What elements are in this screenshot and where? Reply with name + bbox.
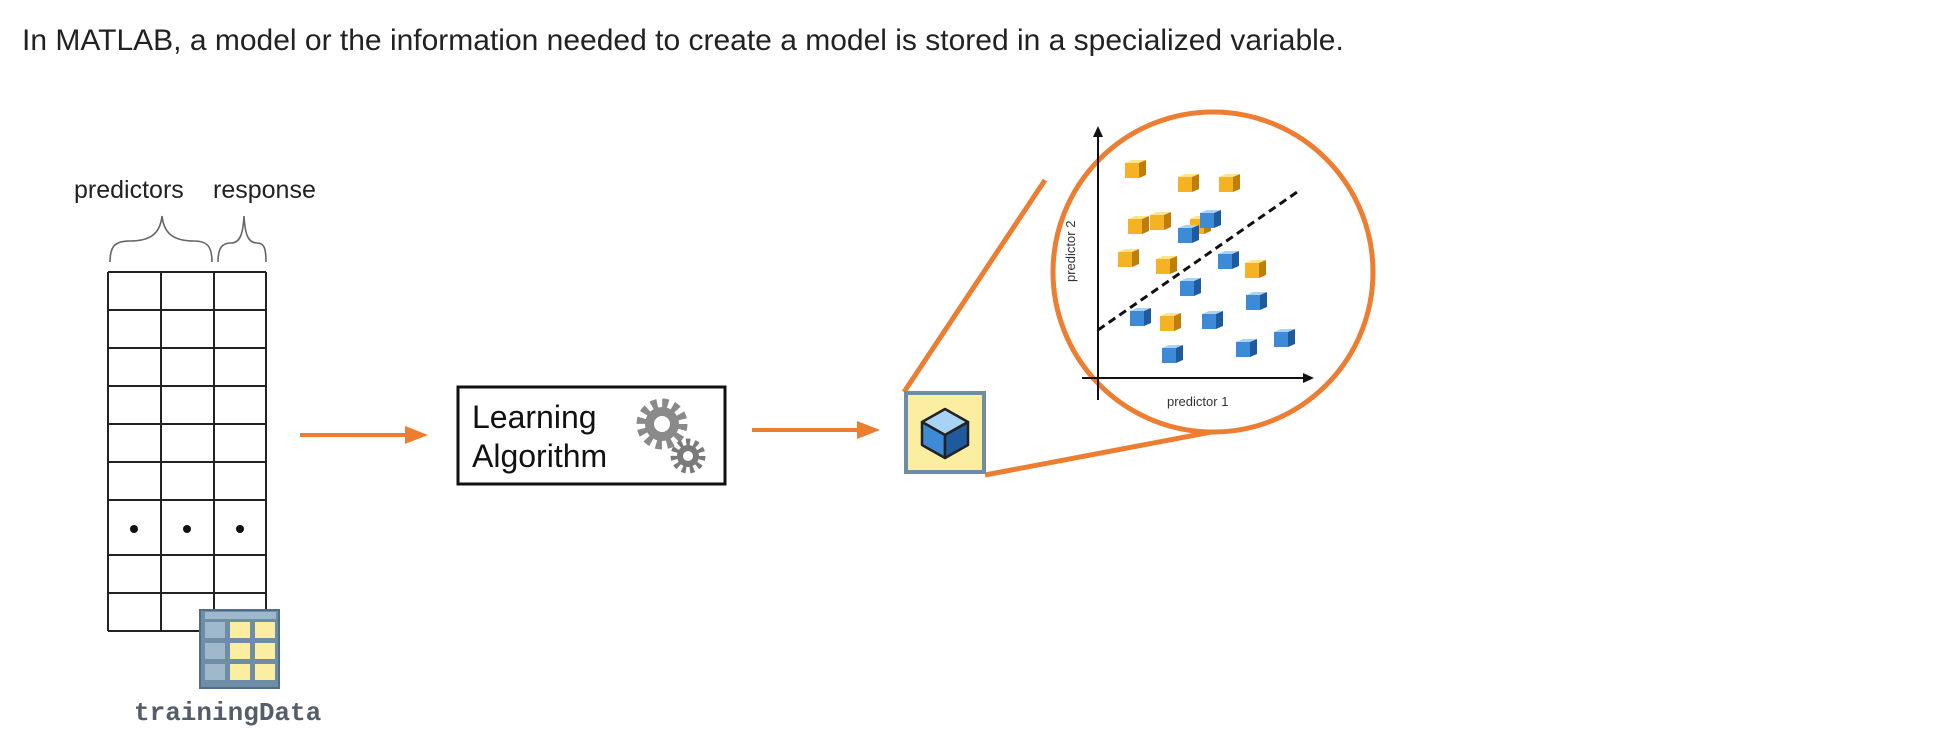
training-data-table xyxy=(107,271,267,632)
predictors-label: predictors xyxy=(74,176,184,204)
decision-boundary xyxy=(1097,188,1301,332)
arrow-to-algorithm xyxy=(300,426,428,444)
learning-algorithm-box: Learning Algorithm xyxy=(456,385,727,486)
zoom-connector-lines xyxy=(901,178,1223,478)
algorithm-label-line2: Algorithm xyxy=(472,438,607,474)
response-brace xyxy=(217,215,267,263)
gears-icon xyxy=(636,398,706,474)
x-axis-label: predictor 1 xyxy=(1167,394,1228,409)
arrow-to-model xyxy=(752,421,880,439)
y-axis-label: predictor 2 xyxy=(1063,221,1078,282)
table-variable-icon xyxy=(199,609,280,689)
cube-model-icon xyxy=(904,391,986,474)
ellipsis-dots xyxy=(130,525,244,533)
algorithm-label-line1: Learning xyxy=(472,399,597,435)
variable-name-label: trainingData xyxy=(134,698,321,728)
zoom-circle xyxy=(1050,109,1376,435)
scatter-plot: predictor 1 predictor 2 xyxy=(1063,126,1314,409)
predictors-brace xyxy=(109,215,213,263)
response-label: response xyxy=(213,176,316,204)
intro-text: In MATLAB, a model or the information ne… xyxy=(22,24,1344,57)
